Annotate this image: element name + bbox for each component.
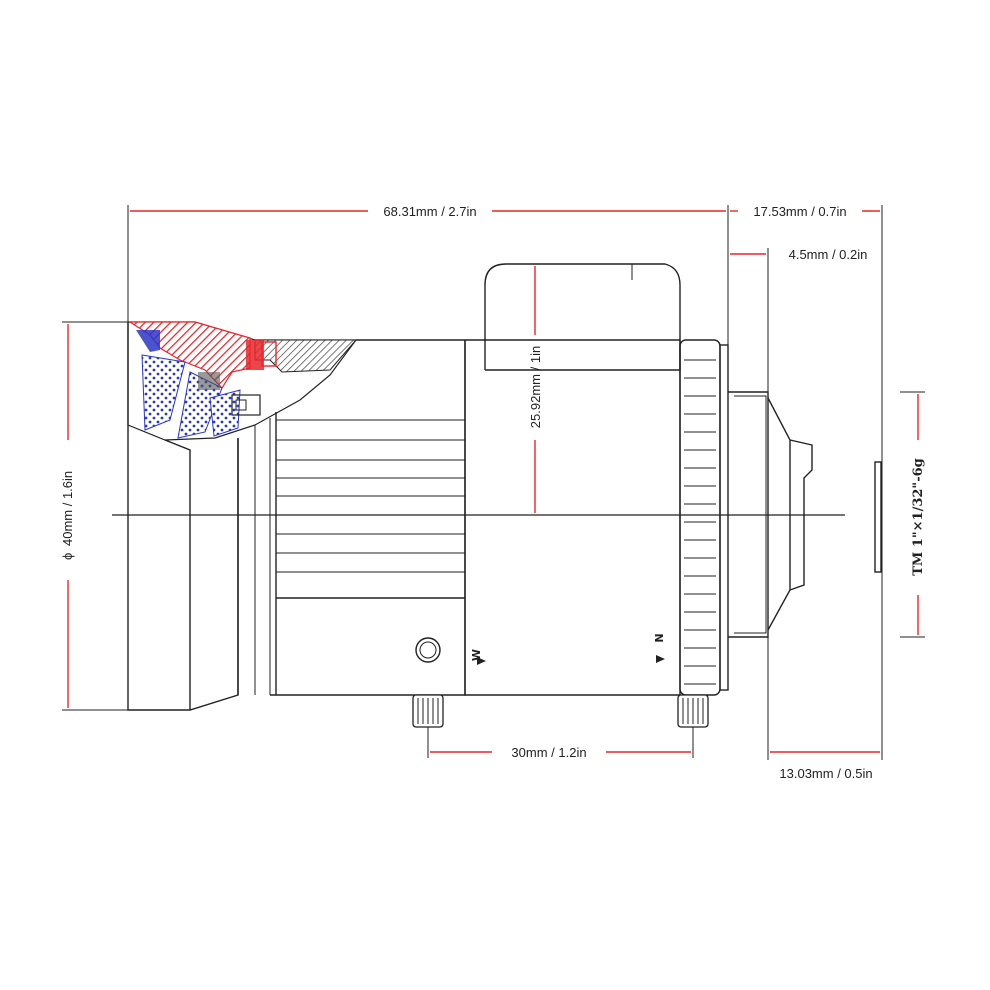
diameter-symbol: ϕ — [60, 553, 75, 560]
wide-mark-arrow — [477, 657, 486, 665]
mount-length-label: 17.53mm / 0.7in — [753, 204, 846, 219]
lens-body — [112, 263, 882, 728]
half-height-label: 25.92mm / 1in — [528, 346, 543, 428]
thread-spec-label: TM 1"×1/32"-6g — [911, 458, 926, 576]
zoom-screw-n — [677, 694, 709, 728]
section-cutaway — [127, 321, 358, 441]
mount-ring — [679, 339, 729, 696]
flange-offset-label: 4.5mm / 0.2in — [789, 247, 868, 262]
dimension-lines — [62, 205, 925, 760]
narrow-mark-arrow — [656, 655, 665, 663]
wide-mark-label: W — [470, 649, 483, 661]
overall-length-label: 68.31mm / 2.7in — [383, 204, 476, 219]
narrow-mark-label: N — [653, 633, 666, 642]
diameter-label: 40mm / 1.6in — [60, 471, 75, 546]
focus-screw-w — [412, 694, 444, 728]
grip-grooves — [276, 419, 465, 599]
screw-spacing-label: 30mm / 1.2in — [511, 745, 586, 760]
back-length-label: 13.03mm / 0.5in — [779, 766, 872, 781]
